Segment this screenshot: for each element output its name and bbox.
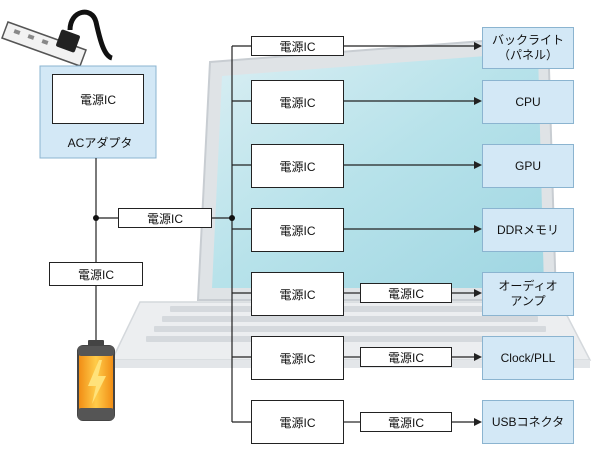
- row-power-ic: 電源IC: [251, 272, 344, 316]
- junction-dot: [229, 215, 235, 221]
- destination-box: DDRメモリ: [482, 208, 574, 252]
- battery-power-ic: 電源IC: [49, 262, 143, 286]
- battery-icon: [77, 340, 115, 421]
- adapter-power-ic: 電源IC: [52, 74, 144, 124]
- row-secondary-power-ic: 電源IC: [360, 412, 452, 432]
- connector-lines: [95, 45, 475, 423]
- arrowheads: [474, 42, 482, 426]
- row-power-ic: 電源IC: [251, 336, 344, 380]
- row-power-ic: 電源IC: [251, 400, 344, 444]
- destination-box: Clock/PLL: [482, 336, 574, 380]
- power-strip-icon: [1, 9, 114, 67]
- mid-power-ic: 電源IC: [118, 208, 212, 228]
- junction-dot: [93, 215, 99, 221]
- destination-box: GPU: [482, 144, 574, 188]
- destination-box: バックライト （パネル）: [482, 27, 574, 69]
- destination-box: USBコネクタ: [482, 400, 574, 444]
- row-power-ic: 電源IC: [251, 144, 344, 188]
- row-secondary-power-ic: 電源IC: [360, 347, 452, 367]
- row-secondary-power-ic: 電源IC: [360, 283, 452, 303]
- destination-box: オーディオ アンプ: [482, 272, 574, 316]
- destination-box: CPU: [482, 80, 574, 124]
- row-power-ic: 電源IC: [251, 36, 344, 56]
- row-power-ic: 電源IC: [251, 80, 344, 124]
- adapter-label: ACアダプタ: [67, 136, 133, 150]
- row-power-ic: 電源IC: [251, 208, 344, 252]
